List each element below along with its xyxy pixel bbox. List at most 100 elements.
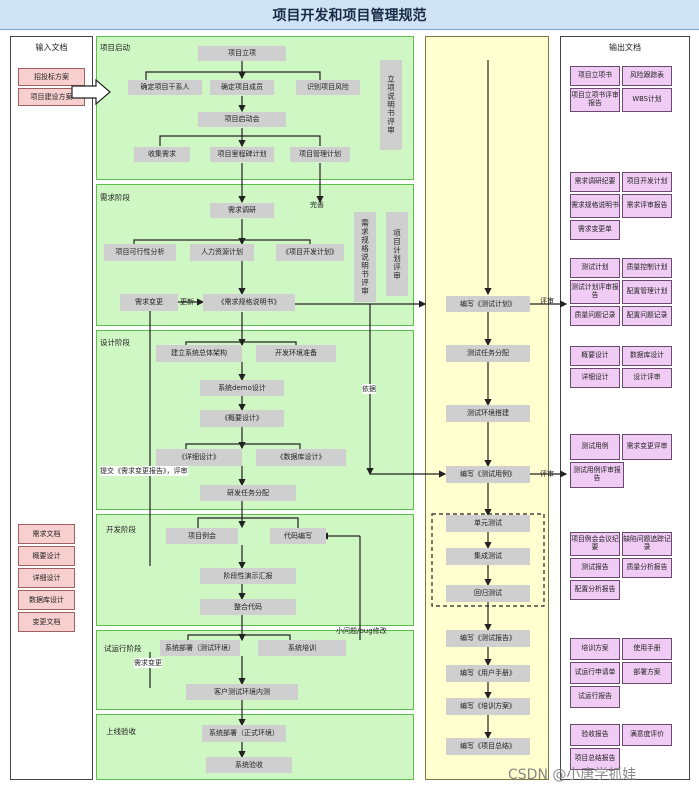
box-demo-report: 阶段性演示汇报 [200,568,296,584]
box-architecture: 建立系统总体架构 [156,345,242,362]
test-box: 测试任务分配 [446,345,530,362]
output-doc: 使用手册 [622,638,672,660]
note-requirement-change: 需求变更 [134,658,162,668]
test-box: 编写《测试计划》 [446,296,530,312]
box-requirement-change: 需求变更 [120,294,178,311]
box-coding: 代码编写 [270,528,326,544]
test-box: 单元测试 [446,515,530,532]
input-docs-title: 输入文档 [35,43,68,52]
output-doc: 需求评审报告 [622,194,672,218]
output-doc: 配置问题记录 [622,306,672,326]
phase-label: 上线验收 [106,727,136,736]
input-doc: 招投标方案 [18,68,85,86]
note-minor-bugs: 小问题/bug修改 [336,627,387,635]
test-box: 编写《测试报告》 [446,630,530,647]
output-doc: 试运行报告 [570,686,620,708]
review-srs: 需求规格说明书评审 [354,212,376,302]
box-integrate-code: 整合代码 [200,599,296,615]
input-doc: 数据库设计 [18,590,75,610]
box-dev-env: 开发环境准备 [256,345,336,362]
review-project-charter: 立项说明书评审 [380,60,402,150]
test-box: 编写《项目总结》 [446,738,530,755]
note-review-test-plan: 评审 [540,297,554,305]
test-box: 编写《测试用例》 [446,466,530,483]
output-doc: 测试报告 [570,558,620,578]
box-lld: 《详细设计》 [156,449,242,466]
output-doc: 测试计划 [570,258,620,278]
phase-label: 开发阶段 [106,525,136,534]
output-doc: 项目开发计划 [622,172,672,192]
output-doc: 满意度评价 [622,724,672,746]
output-doc: 配置管理计划 [622,280,672,304]
output-doc: 项目总结报告 [570,748,620,770]
test-box: 编写《用户手册》 [446,665,530,682]
output-doc: 测试用例 [570,434,620,460]
review-project-plan: 项目计划评审 [386,212,408,296]
output-doc: WBS计划 [622,88,672,112]
input-doc: 项目建设方案 [18,88,85,106]
box-hld: 《概要设计》 [200,410,284,427]
test-box: 测试环境搭建 [446,405,530,422]
box-requirements-research: 需求调研 [210,203,274,218]
output-doc: 项目立项书评审报告 [570,88,620,112]
input-docs-column [10,36,93,780]
output-doc: 详细设计 [570,368,620,388]
output-doc: 质量分析报告 [622,558,672,578]
box-stakeholders: 确定项目干系人 [128,80,202,95]
output-doc: 需求变更单 [570,220,620,240]
output-doc: 部署方案 [622,662,672,684]
input-doc: 变更文档 [18,612,75,632]
phase-label: 项目启动 [100,43,130,52]
note-submit-change: 提交《需求变更报告》，评审 [100,466,188,476]
box-srs: 《需求规格说明书》 [203,294,295,311]
input-doc: 详细设计 [18,568,75,588]
output-doc: 缺陷问题追踪记录 [622,532,672,556]
output-doc: 配置分析报告 [570,580,620,600]
output-doc: 培训方案 [570,638,620,660]
phase-label: 需求阶段 [100,193,130,202]
output-doc: 需求调研纪要 [570,172,620,192]
output-doc: 需求规格说明书 [570,194,620,218]
test-box: 编写《培训方案》 [446,698,530,715]
output-doc: 项目立项书 [570,66,620,86]
box-db-design: 《数据库设计》 [256,449,346,466]
box-customer-test: 客户测试环境内测 [186,684,298,700]
box-project-initiation: 项目立项 [198,46,286,61]
page-title: 项目开发和项目管理规范 [0,0,699,30]
box-members: 确定项目成员 [210,80,274,95]
box-management-plan: 项目管理计划 [290,147,350,162]
box-system-training: 系统培训 [258,640,346,656]
box-regular-meeting: 项目例会 [166,528,238,544]
output-doc: 测试用例评审报告 [570,462,624,488]
input-doc: 概要设计 [18,546,75,566]
box-deploy-prod-env: 系统部署（正式环境） [202,725,286,742]
box-deploy-test-env: 系统部署（测试环境） [160,640,240,656]
box-task-assignment: 研发任务分配 [200,485,296,501]
box-risks: 识别项目风险 [296,80,360,95]
watermark: CSDN @小唐学抓娃 [508,767,637,783]
output-doc: 试运行申请单 [570,662,620,684]
output-doc: 概要设计 [570,346,620,366]
output-doc: 数据库设计 [622,346,672,366]
input-doc: 需求文档 [18,524,75,544]
test-box: 集成测试 [446,548,530,565]
box-demo-design: 系统demo设计 [200,380,284,396]
output-doc: 验收报告 [570,724,620,746]
phase-label: 试运行阶段 [104,644,142,653]
box-system-acceptance: 系统验收 [206,757,292,773]
box-hr-plan: 人力资源计划 [190,244,254,261]
output-doc: 质量控制计划 [622,258,672,278]
note-review-test-case: 评审 [540,470,554,478]
box-milestone-plan: 项目里程碑计划 [210,147,274,162]
test-box: 回归测试 [446,585,530,602]
output-doc: 设计评审 [622,368,672,388]
output-doc: 质量问题记录 [570,306,620,326]
note-update: 更新 [180,298,194,306]
output-doc: 测试计划评审报告 [570,280,620,304]
output-doc: 风险跟踪表 [622,66,672,86]
output-docs-title: 输出文档 [609,43,641,52]
note-refine: 完善 [310,201,324,209]
box-kickoff: 项目启动会 [198,112,286,127]
output-doc: 需求变更评审 [622,434,672,460]
box-collect-requirements: 收集需求 [134,147,190,162]
